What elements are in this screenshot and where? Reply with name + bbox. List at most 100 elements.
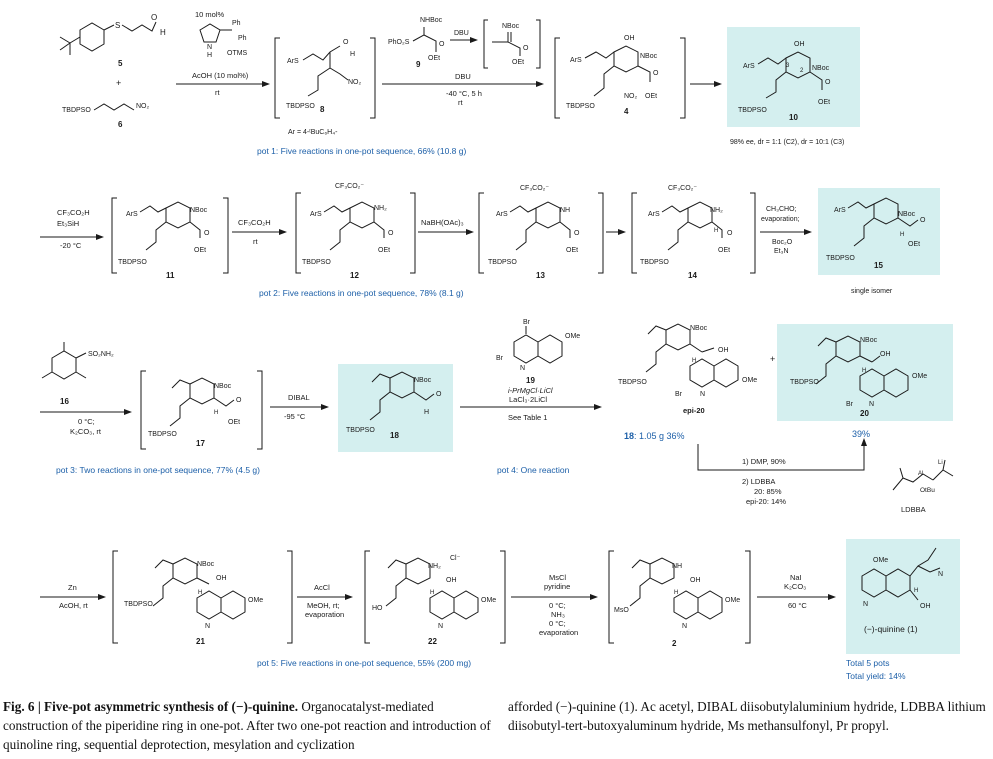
svg-text:19: 19 xyxy=(526,376,535,385)
svg-text:CH₃CHO;: CH₃CHO; xyxy=(766,206,797,213)
svg-text:TBDPSO: TBDPSO xyxy=(346,427,375,434)
svg-text:ArS: ArS xyxy=(648,211,660,218)
svg-text:H: H xyxy=(214,410,218,416)
svg-text:TBDPSO: TBDPSO xyxy=(286,103,315,110)
svg-text:ArS: ArS xyxy=(310,211,322,218)
svg-text:MeOH, rt;: MeOH, rt; xyxy=(307,601,340,610)
svg-text:H: H xyxy=(914,588,918,594)
svg-text:+: + xyxy=(116,78,121,88)
svg-text:MsCl: MsCl xyxy=(549,573,566,582)
svg-text:NBoc: NBoc xyxy=(502,23,520,30)
svg-text:LaCl₃·2LiCl: LaCl₃·2LiCl xyxy=(509,395,547,404)
svg-text:60 °C: 60 °C xyxy=(788,601,807,610)
svg-text:OEt: OEt xyxy=(378,247,390,254)
svg-text:rt: rt xyxy=(458,98,463,107)
svg-text:AcOH (10 mol%): AcOH (10 mol%) xyxy=(192,71,249,80)
svg-text:N: N xyxy=(869,401,874,408)
svg-text:OMe: OMe xyxy=(725,597,740,604)
svg-text:N: N xyxy=(207,44,212,51)
svg-text:PhO₂S: PhO₂S xyxy=(388,39,410,46)
svg-text:H: H xyxy=(692,358,696,364)
svg-text:NH: NH xyxy=(672,563,682,570)
svg-text:OH: OH xyxy=(794,41,805,48)
svg-text:20: 20 xyxy=(860,409,869,418)
conversion-arrow xyxy=(697,442,865,471)
compound-16: SO₂NH₂ 16 xyxy=(41,342,114,406)
compound-quinine: OMe N N OH H (−)-quinine (1) xyxy=(861,547,943,634)
cmpd15-note: single isomer xyxy=(851,288,893,295)
svg-text:NaI: NaI xyxy=(790,573,802,582)
organocatalyst: 10 mol% Ph Ph N H OTMS xyxy=(195,10,248,59)
quinine-name: (−)-quinine (1) xyxy=(864,624,918,634)
svg-text:NBoc: NBoc xyxy=(898,211,916,218)
compound-13: CF₃CO₂⁻ ArS NH O OEt TBDPSO 13 xyxy=(488,185,580,280)
pot3-summary: pot 3: Two reactions in one-pot sequence… xyxy=(56,465,260,475)
caption-right-text: afforded (−)-quinine (1). Ac acetyl, DIB… xyxy=(508,699,986,734)
pot2-summary: pot 2: Five reactions in one-pot sequenc… xyxy=(259,288,464,298)
svg-text:H: H xyxy=(424,409,429,416)
svg-text:TBDPSO: TBDPSO xyxy=(488,259,517,266)
svg-text:CF₃CO₂⁻: CF₃CO₂⁻ xyxy=(668,185,697,192)
cmpd18-highlight xyxy=(338,364,453,452)
svg-text:14: 14 xyxy=(688,271,697,280)
svg-text:NO₂: NO₂ xyxy=(624,93,638,100)
imine-intermediate: NBoc O OEt xyxy=(492,23,529,66)
svg-text:OEt: OEt xyxy=(818,99,830,106)
svg-text:H: H xyxy=(430,590,434,596)
svg-text:O: O xyxy=(388,230,394,237)
svg-text:O: O xyxy=(436,391,442,398)
svg-text:LDBBA: LDBBA xyxy=(901,505,926,514)
svg-text:N: N xyxy=(863,601,868,608)
svg-text:H: H xyxy=(674,590,678,596)
svg-text:OtBu: OtBu xyxy=(920,487,935,494)
svg-text:OH: OH xyxy=(690,577,701,584)
svg-text:OEt: OEt xyxy=(908,241,920,248)
svg-text:13: 13 xyxy=(536,271,545,280)
svg-text:evaporation: evaporation xyxy=(305,610,344,619)
svg-text:O: O xyxy=(727,230,733,237)
cmpd15-highlight xyxy=(818,188,940,275)
svg-text:OMe: OMe xyxy=(873,557,888,564)
svg-text:evaporation;: evaporation; xyxy=(761,216,800,223)
svg-text:8: 8 xyxy=(320,105,325,114)
svg-text:OH: OH xyxy=(718,347,729,354)
svg-text:TBDPSO: TBDPSO xyxy=(738,107,767,114)
svg-text:22: 22 xyxy=(428,637,437,646)
svg-text:OMe: OMe xyxy=(248,597,263,604)
svg-text:1) DMP, 90%: 1) DMP, 90% xyxy=(742,457,786,466)
cmpd20-highlight xyxy=(777,324,953,421)
svg-text:H: H xyxy=(198,590,202,596)
svg-text:H: H xyxy=(207,52,212,59)
quinine-highlight xyxy=(846,539,960,654)
svg-text:21: 21 xyxy=(196,637,205,646)
svg-text:NH₂: NH₂ xyxy=(428,563,441,570)
svg-text:OH: OH xyxy=(920,603,931,610)
cmpd6-label: 6 xyxy=(118,120,123,129)
cmpd5-label: 5 xyxy=(118,59,123,68)
compound-22: Cl⁻ NH₂ OH H OMe N HO 22 xyxy=(372,555,496,646)
svg-text:NBoc: NBoc xyxy=(812,65,830,72)
svg-text:N: N xyxy=(205,623,210,630)
svg-text:Br: Br xyxy=(496,355,504,362)
svg-text:OH: OH xyxy=(624,35,635,42)
svg-text:Ph: Ph xyxy=(232,20,241,27)
pot1-summary: pot 1: Five reactions in one-pot sequenc… xyxy=(257,146,466,156)
svg-text:ArS: ArS xyxy=(496,211,508,218)
svg-text:N: N xyxy=(520,365,525,372)
svg-text:CF₃CO₂H: CF₃CO₂H xyxy=(238,218,271,227)
compound-4: ArS OH NBoc O OEt NO₂ TBDPSO 4 xyxy=(566,35,659,116)
compound-18: NBoc O H TBDPSO 18 xyxy=(346,371,442,440)
svg-text:2: 2 xyxy=(672,639,677,648)
svg-text:H: H xyxy=(160,28,166,37)
svg-text:9: 9 xyxy=(416,60,421,69)
svg-text:CF₃CO₂⁻: CF₃CO₂⁻ xyxy=(335,183,364,190)
svg-text:epi-20: epi-20 xyxy=(683,406,705,415)
svg-text:rt: rt xyxy=(253,237,258,246)
svg-text:10: 10 xyxy=(789,113,798,122)
svg-text:ArS: ArS xyxy=(834,207,846,214)
svg-text:OEt: OEt xyxy=(718,247,730,254)
svg-text:OMe: OMe xyxy=(912,373,927,380)
svg-text:AcCl: AcCl xyxy=(314,583,330,592)
compound-11: ArS NBoc O OEt TBDPSO 11 xyxy=(118,201,210,280)
svg-text:Ar = 4-ᵗBuC₆H₄-: Ar = 4-ᵗBuC₆H₄- xyxy=(288,129,338,136)
